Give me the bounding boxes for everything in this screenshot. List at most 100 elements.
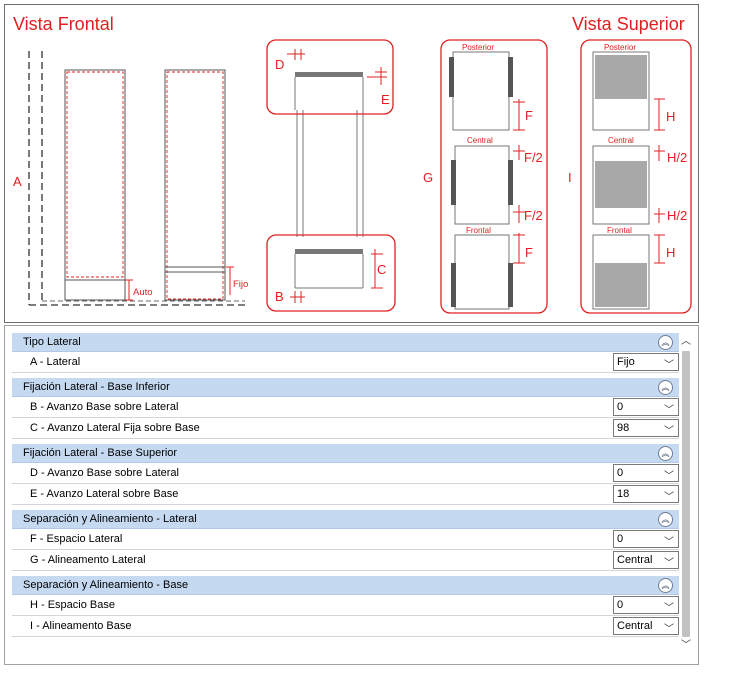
label-fijo: Fijo [233, 279, 248, 290]
label-frontal-g: Frontal [466, 226, 491, 235]
section-header[interactable]: Separación y Alineamiento - Base ︽ [12, 576, 679, 595]
label-f-frontal: F [525, 245, 533, 260]
label-b: B [275, 289, 284, 304]
espacio-base-select[interactable]: 0 ﹀ [613, 596, 679, 614]
avanzo-base-inferior-select[interactable]: 0 ﹀ [613, 398, 679, 416]
property-row-f: F - Espacio Lateral 0 ﹀ [12, 529, 679, 550]
properties-panel: Tipo Lateral ︽ A - Lateral Fijo ﹀ Fijaci… [4, 325, 699, 665]
front-view-drawing: A Auto Fijo [13, 51, 248, 306]
section-header[interactable]: Fijación Lateral - Base Inferior ︽ [12, 378, 679, 397]
property-label: D - Avanzo Base sobre Lateral [30, 467, 179, 479]
chevron-down-icon[interactable]: ﹀ [664, 537, 674, 548]
chevron-down-icon[interactable]: ﹀ [664, 426, 674, 437]
side-profile-drawing: D E C B [266, 39, 396, 312]
avanzo-base-superior-select[interactable]: 0 ﹀ [613, 464, 679, 482]
property-row-h: H - Espacio Base 0 ﹀ [12, 595, 679, 616]
label-h2-bottom: H/2 [667, 208, 687, 223]
label-i: I [568, 170, 572, 185]
scrollbar-thumb[interactable] [682, 351, 690, 637]
diagram-panel: Vista Frontal Vista Superior A Auto Fij [4, 4, 699, 323]
section-title: Tipo Lateral [23, 336, 81, 348]
chevron-down-icon[interactable]: ﹀ [664, 492, 674, 503]
title-front-view: Vista Frontal [13, 14, 114, 34]
property-grid: Tipo Lateral ︽ A - Lateral Fijo ﹀ Fijaci… [12, 333, 679, 642]
section-title: Separación y Alineamiento - Lateral [23, 513, 197, 525]
property-row-g: G - Alineamento Lateral Central ﹀ [12, 550, 679, 571]
select-value: 98 [617, 422, 630, 434]
property-row-a: A - Lateral Fijo ﹀ [12, 352, 679, 373]
property-label: H - Espacio Base [30, 599, 115, 611]
label-f2-bottom: F/2 [524, 208, 543, 223]
label-frontal-i: Frontal [607, 226, 632, 235]
chevron-down-icon[interactable]: ﹀ [664, 405, 674, 416]
property-label: B - Avanzo Base sobre Lateral [30, 401, 179, 413]
label-auto: Auto [133, 287, 153, 298]
lateral-select[interactable]: Fijo ﹀ [613, 353, 679, 371]
double-chevron-up-icon[interactable]: ︽ [658, 512, 673, 527]
label-f2-top: F/2 [524, 150, 543, 165]
select-value: 0 [617, 599, 624, 611]
property-label: G - Alineamento Lateral [30, 554, 146, 566]
label-central-i: Central [608, 136, 634, 145]
select-value: 18 [617, 488, 630, 500]
group-separacion-lateral: Separación y Alineamiento - Lateral ︽ F … [12, 510, 679, 571]
property-label: I - Alineamento Base [30, 620, 132, 632]
section-header[interactable]: Fijación Lateral - Base Superior ︽ [12, 444, 679, 463]
label-posterior-i: Posterior [604, 43, 636, 52]
property-label: C - Avanzo Lateral Fija sobre Base [30, 422, 200, 434]
section-title: Fijación Lateral - Base Superior [23, 447, 178, 459]
select-value: Central [617, 620, 653, 632]
section-title: Separación y Alineamiento - Base [23, 579, 189, 591]
label-d: D [275, 57, 284, 72]
label-h-frontal: H [666, 245, 675, 260]
label-c: C [377, 262, 386, 277]
label-h2-top: H/2 [667, 150, 687, 165]
group-fijacion-base-inferior: Fijación Lateral - Base Inferior ︽ B - A… [12, 378, 679, 439]
base-alignment-drawing: I Posterior H Central H/2 H/2 Frontal [568, 39, 692, 314]
chevron-down-icon[interactable]: ﹀ [664, 558, 674, 569]
double-chevron-up-icon[interactable]: ︽ [658, 335, 673, 350]
configuration-diagram: Vista Frontal Vista Superior A Auto Fij [13, 14, 692, 314]
select-value: 0 [617, 533, 624, 545]
property-label: F - Espacio Lateral [30, 533, 123, 545]
alineamento-base-select[interactable]: Central ﹀ [613, 617, 679, 635]
chevron-down-icon[interactable]: ﹀ [664, 603, 674, 614]
avanzo-lateral-fija-select[interactable]: 98 ﹀ [613, 419, 679, 437]
label-a: A [13, 174, 22, 189]
double-chevron-up-icon[interactable]: ︽ [658, 578, 673, 593]
alineamento-lateral-select[interactable]: Central ﹀ [613, 551, 679, 569]
double-chevron-up-icon[interactable]: ︽ [658, 380, 673, 395]
group-separacion-base: Separación y Alineamiento - Base ︽ H - E… [12, 576, 679, 637]
property-row-b: B - Avanzo Base sobre Lateral 0 ﹀ [12, 397, 679, 418]
espacio-lateral-select[interactable]: 0 ﹀ [613, 530, 679, 548]
label-e: E [381, 92, 390, 107]
chevron-down-icon[interactable]: ﹀ [664, 471, 674, 482]
chevron-down-icon[interactable]: ﹀ [664, 624, 674, 635]
property-row-i: I - Alineamento Base Central ﹀ [12, 616, 679, 637]
select-value: Central [617, 554, 653, 566]
section-header[interactable]: Tipo Lateral ︽ [12, 333, 679, 352]
label-h-posterior: H [666, 109, 675, 124]
property-label: E - Avanzo Lateral sobre Base [30, 488, 179, 500]
section-title: Fijación Lateral - Base Inferior [23, 381, 170, 393]
label-posterior-g: Posterior [462, 43, 494, 52]
title-top-view: Vista Superior [572, 14, 685, 34]
property-row-d: D - Avanzo Base sobre Lateral 0 ﹀ [12, 463, 679, 484]
property-row-c: C - Avanzo Lateral Fija sobre Base 98 ﹀ [12, 418, 679, 439]
property-row-e: E - Avanzo Lateral sobre Base 18 ﹀ [12, 484, 679, 505]
group-fijacion-base-superior: Fijación Lateral - Base Superior ︽ D - A… [12, 444, 679, 505]
label-central-g: Central [467, 136, 493, 145]
label-f-posterior: F [525, 108, 533, 123]
vertical-scrollbar[interactable]: ︿ ﹀ [679, 335, 693, 653]
double-chevron-up-icon[interactable]: ︽ [658, 446, 673, 461]
select-value: 0 [617, 401, 624, 413]
group-tipo-lateral: Tipo Lateral ︽ A - Lateral Fijo ﹀ [12, 333, 679, 373]
section-header[interactable]: Separación y Alineamiento - Lateral ︽ [12, 510, 679, 529]
chevron-up-icon[interactable]: ︿ [681, 336, 691, 347]
chevron-down-icon[interactable]: ﹀ [664, 360, 674, 371]
lateral-alignment-drawing: G Posterior F Central F/2 F/2 Frontal [423, 39, 548, 314]
property-label: A - Lateral [30, 356, 81, 368]
chevron-down-icon[interactable]: ﹀ [681, 640, 691, 651]
label-g: G [423, 170, 433, 185]
avanzo-lateral-base-select[interactable]: 18 ﹀ [613, 485, 679, 503]
